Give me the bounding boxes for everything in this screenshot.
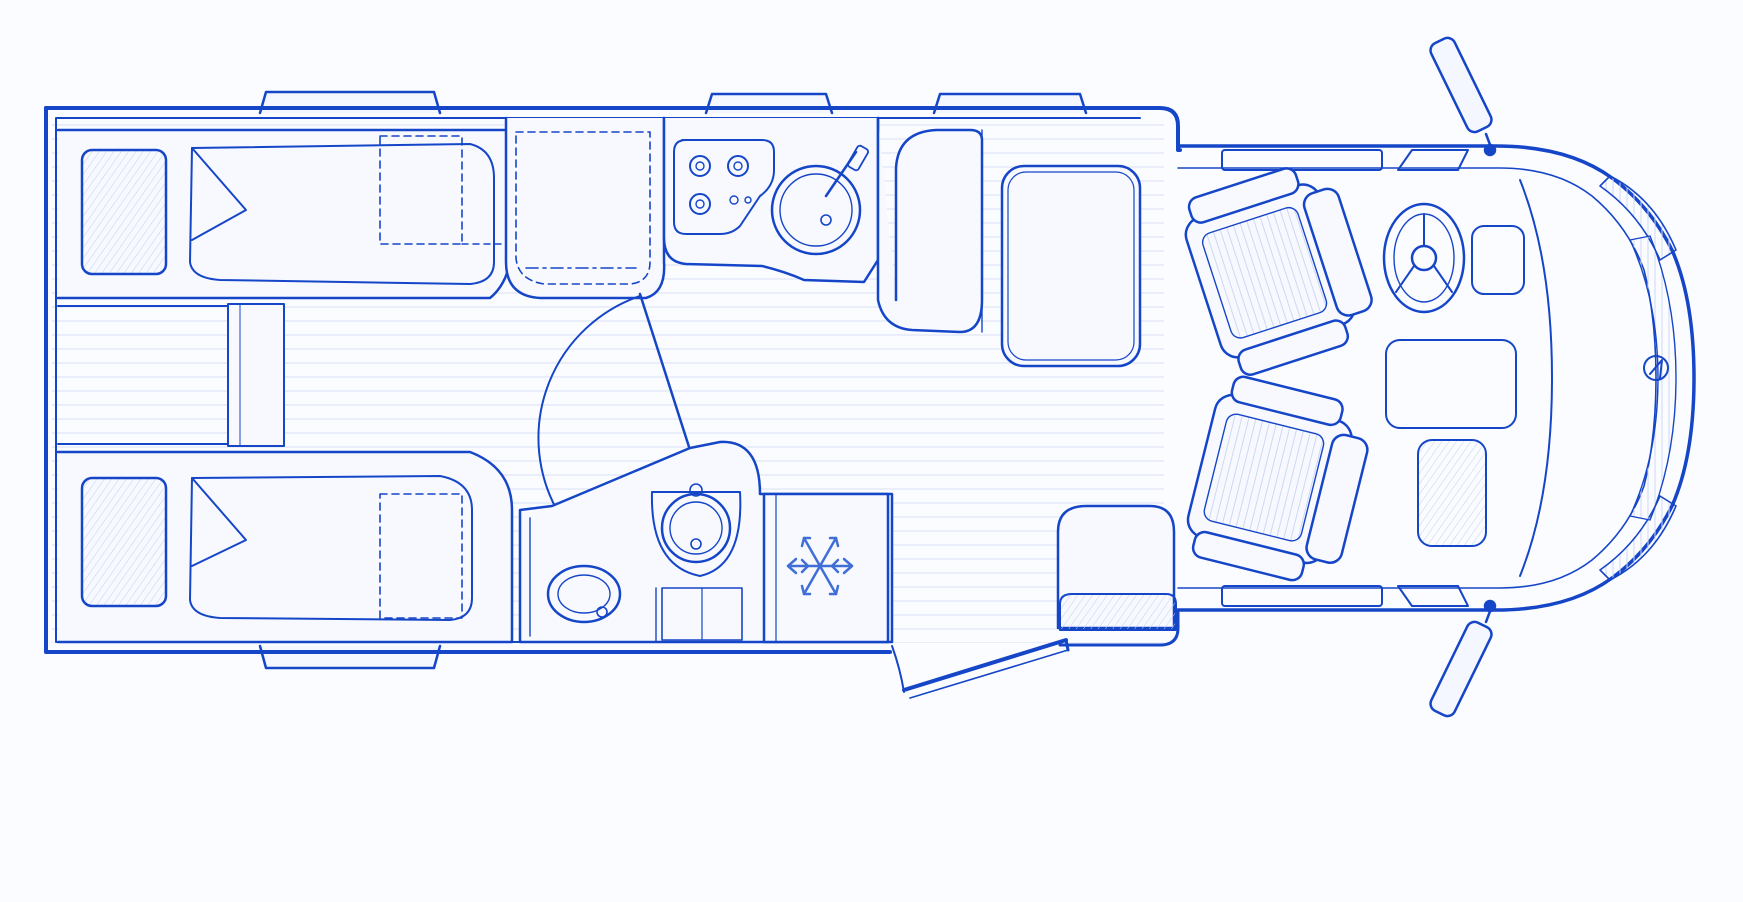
steering-wheel-icon	[1382, 202, 1466, 314]
bottom-window-rear	[258, 644, 442, 670]
dash-storage-bottom	[1417, 439, 1487, 547]
wardrobe	[504, 116, 666, 300]
kitchen-counter	[662, 116, 880, 284]
rear-bed-bottom	[56, 450, 514, 644]
pillow-bottom	[80, 476, 168, 608]
dinette-table	[1000, 164, 1142, 368]
top-window-dinette	[932, 92, 1088, 115]
sink-icon	[770, 144, 869, 256]
dash-storage-top	[1471, 225, 1525, 295]
bed-step	[57, 303, 285, 447]
dashboard	[1519, 179, 1553, 577]
cab-side-window-bottom	[1221, 585, 1383, 607]
cab-side-window-bottom-2	[1397, 585, 1469, 607]
entrance-seat	[1056, 504, 1177, 631]
body-wall-bottom-front	[1058, 608, 1180, 647]
bed-storage-top	[379, 135, 463, 245]
cab-inner-outline	[1177, 167, 1657, 589]
washbasin-icon	[650, 483, 742, 577]
pillow-top	[80, 148, 168, 276]
dinette-bench	[876, 116, 984, 334]
bed-storage-bottom	[379, 493, 463, 619]
hood-front	[1629, 235, 1677, 521]
mirror-bottom	[1429, 599, 1497, 718]
toilet-icon	[546, 564, 622, 624]
fridge	[762, 492, 890, 644]
mirror-top	[1429, 36, 1497, 157]
dinette-table-inner	[1007, 171, 1135, 361]
cab-seat-driver	[1184, 167, 1373, 376]
cab-side-window-top-2	[1397, 149, 1469, 171]
windscreen	[1599, 175, 1677, 581]
body-outer-wall-left	[44, 106, 892, 654]
rear-bed-top	[56, 128, 514, 300]
duvet-top	[189, 143, 495, 285]
body-outer-wall	[44, 106, 1182, 152]
duvet-bottom	[189, 475, 473, 621]
center-console	[1385, 339, 1517, 429]
cab-side-window-top	[1221, 149, 1383, 171]
brand-logo-icon	[1643, 355, 1669, 381]
entrance-door	[891, 638, 1070, 699]
cab-seat-passenger	[1186, 375, 1369, 582]
top-window-kitchen	[704, 92, 834, 115]
burner-icon	[673, 139, 775, 235]
snowflake-icon	[786, 536, 854, 596]
